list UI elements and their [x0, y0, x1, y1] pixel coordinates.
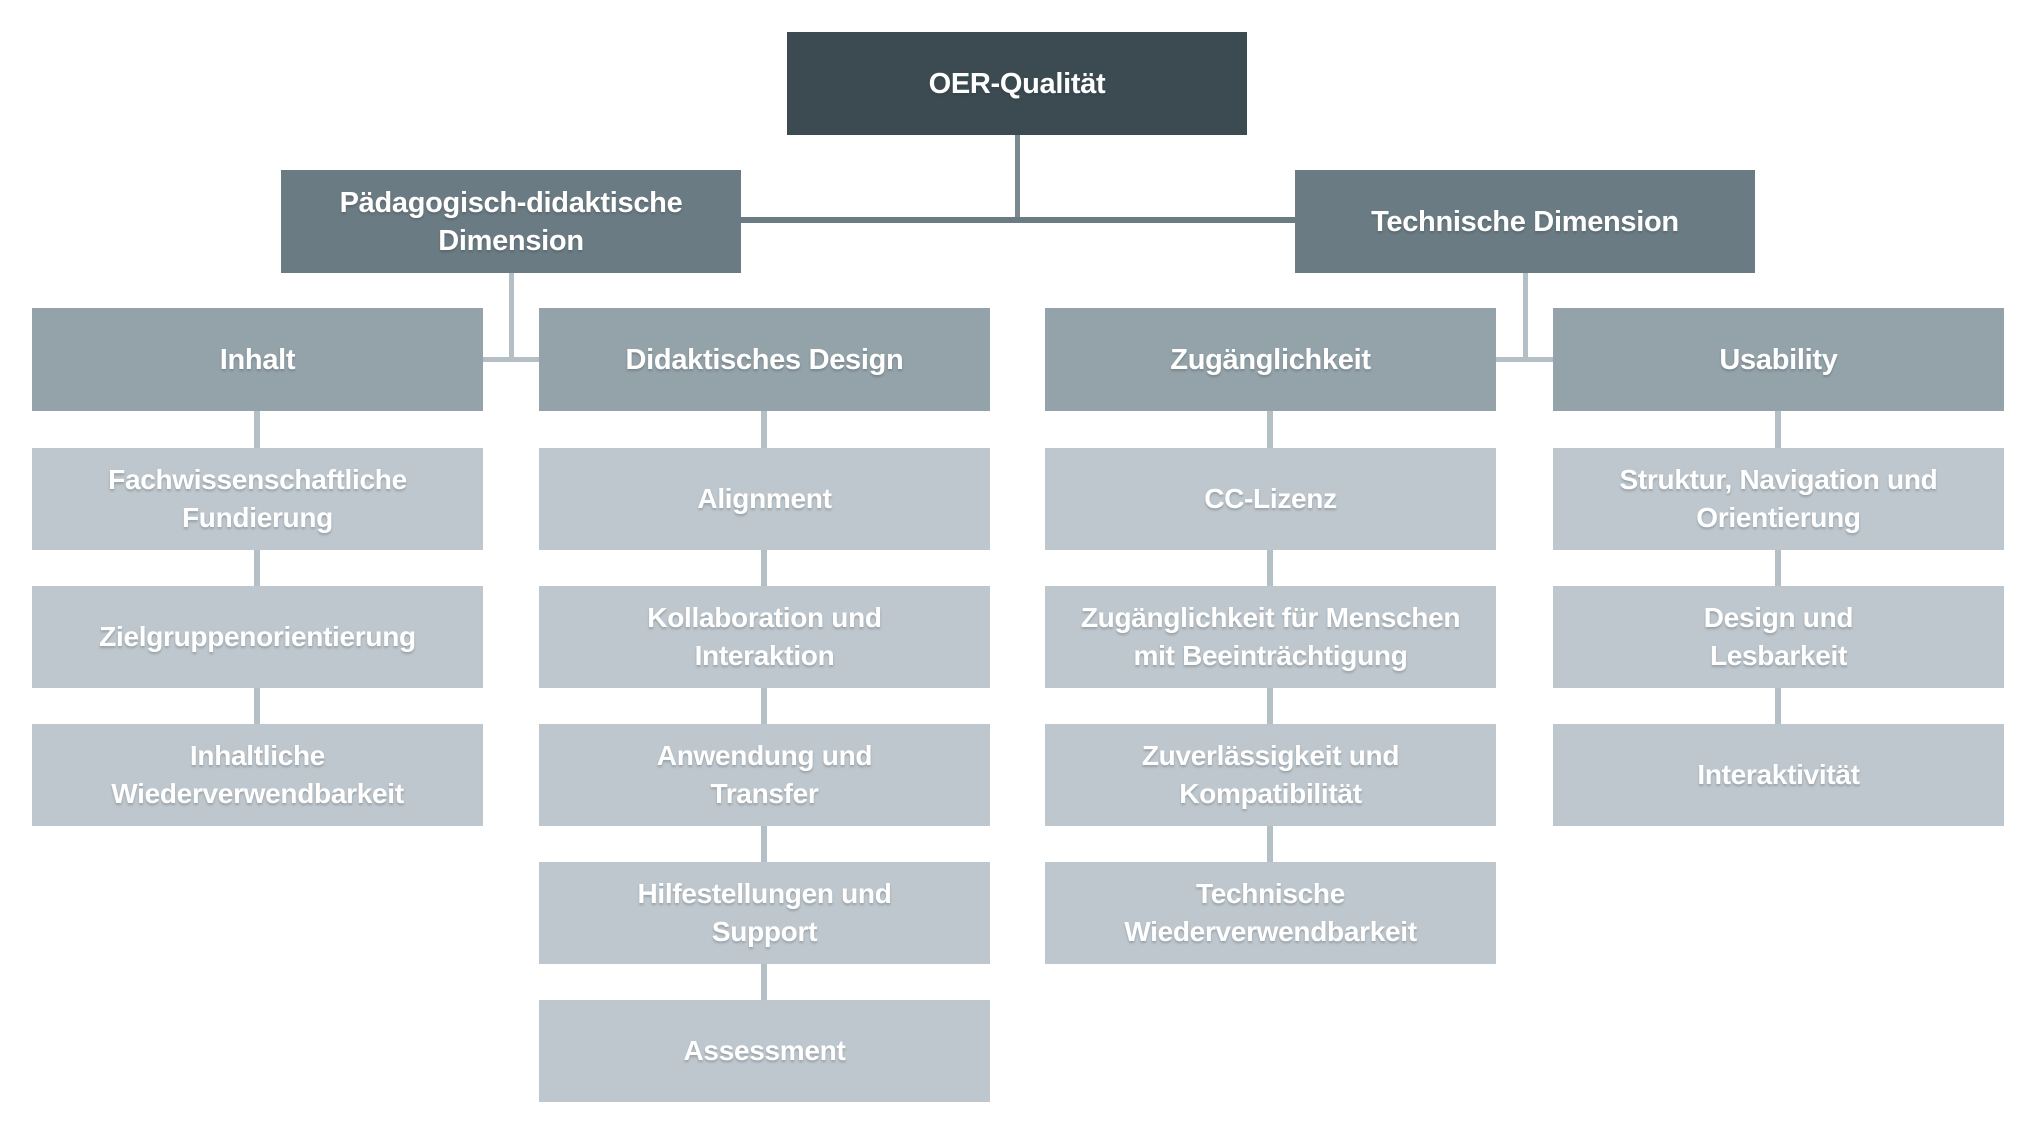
connector-technisch-vertical — [1523, 273, 1528, 362]
connector-zielgruppen-inhaltliche — [254, 688, 260, 724]
connector-technisch-horizontal — [1496, 357, 1553, 362]
node-label: Inhalt — [219, 343, 296, 376]
node-label: Wiederverwendbarkeit — [1124, 916, 1417, 947]
node-label: Fundierung — [182, 502, 333, 533]
node-label: Kompatibilität — [1179, 778, 1362, 809]
node-label: Didaktisches Design — [625, 343, 904, 376]
node-hilfestellungen-support: Hilfestellungen und Support — [539, 862, 990, 964]
connector-paedagogisch-vertical — [509, 273, 514, 362]
node-zuverlaessigkeit-kompatibilitaet: Zuverlässigkeit und Kompatibilität — [1045, 724, 1496, 826]
node-label: Orientierung — [1696, 502, 1861, 533]
node-technische-wiederverwendbarkeit: Technische Wiederverwendbarkeit — [1045, 862, 1496, 964]
connector-design-interaktivitaet — [1775, 688, 1781, 724]
node-label: Design und — [1703, 602, 1854, 633]
node-struktur-navigation-orientierung: Struktur, Navigation und Orientierung — [1553, 448, 2004, 550]
node-label: mit Beeinträchtigung — [1133, 640, 1408, 671]
node-label: Struktur, Navigation und — [1619, 464, 1938, 495]
node-label: Wiederverwendbarkeit — [111, 778, 404, 809]
connector-anwendung-hilfestellungen — [761, 826, 767, 862]
node-label: Interaktion — [694, 640, 835, 671]
node-label: Technische — [1196, 878, 1345, 909]
connector-kollaboration-anwendung — [761, 688, 767, 724]
node-label: Dimension — [438, 224, 584, 257]
node-didaktisches-design: Didaktisches Design — [539, 308, 990, 411]
node-inhaltliche-wiederverwendbarkeit: Inhaltliche Wiederverwendbarkeit — [32, 724, 483, 826]
node-zugaenglichkeit: Zugänglichkeit — [1045, 308, 1496, 411]
node-label: OER-Qualität — [928, 67, 1106, 100]
node-usability: Usability — [1553, 308, 2004, 411]
connector-inhalt-fachwissenschaftliche — [254, 411, 260, 448]
node-cc-lizenz: CC-Lizenz — [1045, 448, 1496, 550]
node-label: Anwendung und — [656, 740, 873, 771]
node-label: Alignment — [697, 483, 832, 514]
node-label: Usability — [1719, 343, 1838, 376]
node-label: Zugänglichkeit für Menschen — [1080, 602, 1461, 633]
node-anwendung-transfer: Anwendung und Transfer — [539, 724, 990, 826]
connector-zugaenglichkeit-cclizenz — [1267, 411, 1273, 448]
connector-usability-struktur — [1775, 411, 1781, 448]
node-kollaboration-interaktion: Kollaboration und Interaktion — [539, 586, 990, 688]
node-assessment: Assessment — [539, 1000, 990, 1102]
node-inhalt: Inhalt — [32, 308, 483, 411]
node-label: Lesbarkeit — [1709, 640, 1848, 671]
node-label: Zuverlässigkeit und — [1141, 740, 1400, 771]
node-zugaenglichkeit-menschen: Zugänglichkeit für Menschen mit Beeinträ… — [1045, 586, 1496, 688]
connector-menschen-zuverlaessigkeit — [1267, 688, 1273, 724]
node-label: Support — [711, 916, 818, 947]
node-label: Zugänglichkeit — [1170, 343, 1371, 376]
node-label: Pädagogisch-didaktische — [339, 186, 683, 219]
connector-oer-vertical — [1015, 135, 1020, 223]
connector-zuverlaessigkeit-technische — [1267, 826, 1273, 862]
node-interaktivitaet: Interaktivität — [1553, 724, 2004, 826]
node-label: Fachwissenschaftliche — [108, 464, 407, 495]
connector-hilfestellungen-assessment — [761, 964, 767, 1000]
node-fachwissenschaftliche-fundierung: Fachwissenschaftliche Fundierung — [32, 448, 483, 550]
node-label: Assessment — [683, 1035, 846, 1066]
node-label: Inhaltliche — [189, 740, 326, 771]
connector-struktur-design — [1775, 550, 1781, 586]
node-label: Kollaboration und — [647, 602, 882, 633]
node-alignment: Alignment — [539, 448, 990, 550]
node-label: Transfer — [710, 778, 819, 809]
connector-didaktik-alignment — [761, 411, 767, 448]
node-oer-qualitaet: OER-Qualität — [787, 32, 1247, 135]
node-label: Hilfestellungen und — [637, 878, 892, 909]
node-label: CC-Lizenz — [1204, 483, 1337, 514]
connector-fachwissenschaftliche-zielgruppen — [254, 550, 260, 586]
connector-dimensions-horizontal — [741, 217, 1295, 223]
node-paedagogisch-didaktische-dimension: Pädagogisch-didaktische Dimension — [281, 170, 741, 273]
node-label: Zielgruppenorientierung — [99, 621, 416, 652]
node-technische-dimension: Technische Dimension — [1295, 170, 1755, 273]
node-label: Interaktivität — [1697, 759, 1860, 790]
connector-paedagogisch-horizontal — [483, 357, 539, 362]
connector-alignment-kollaboration — [761, 550, 767, 586]
connector-cclizenz-menschen — [1267, 550, 1273, 586]
node-label: Technische Dimension — [1371, 205, 1679, 238]
node-zielgruppenorientierung: Zielgruppenorientierung — [32, 586, 483, 688]
node-design-lesbarkeit: Design und Lesbarkeit — [1553, 586, 2004, 688]
